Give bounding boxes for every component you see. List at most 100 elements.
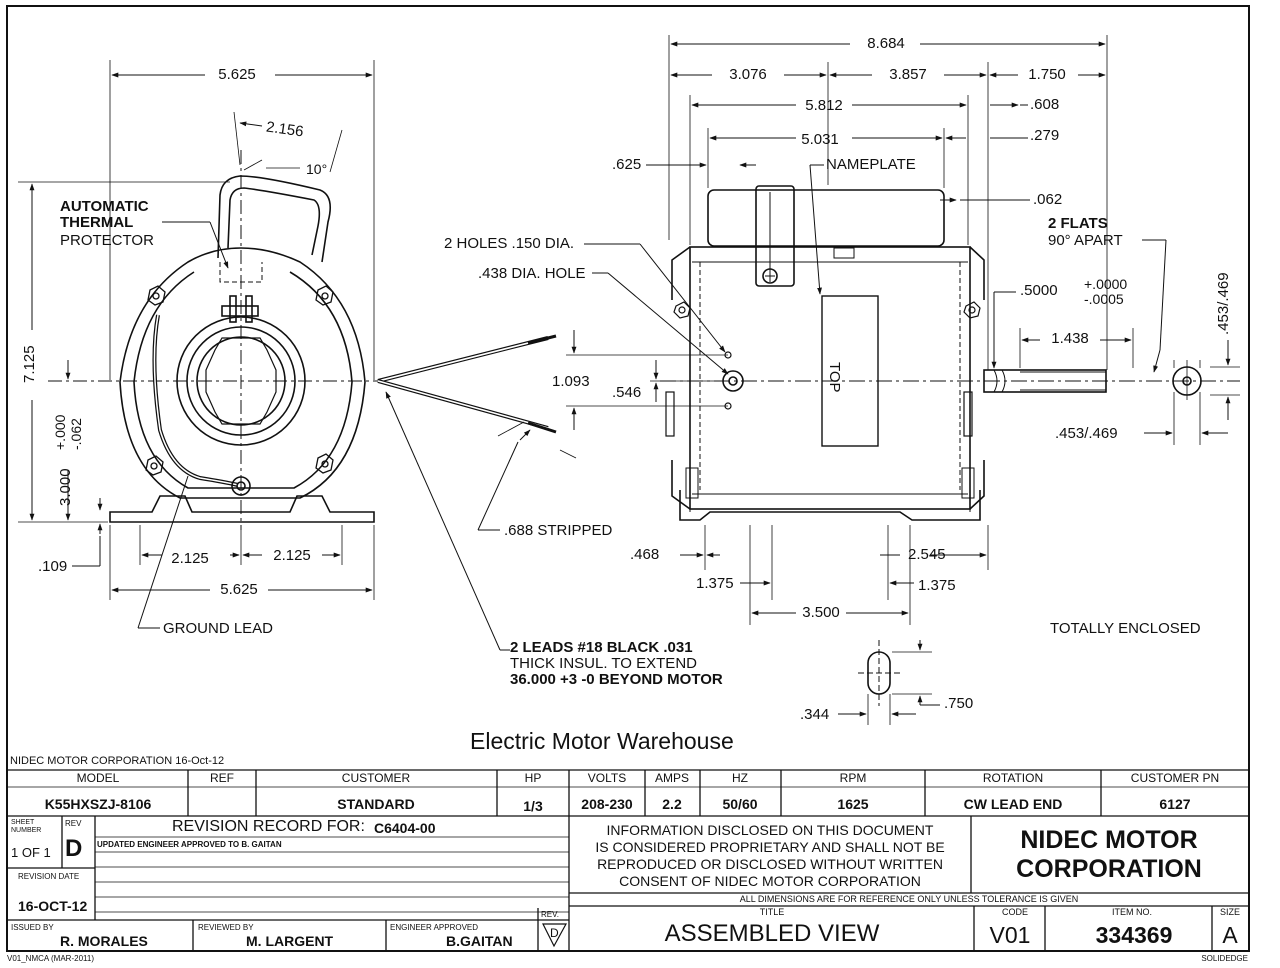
dim-3857: 3.857	[889, 66, 927, 83]
disclaimer-line-4: CONSENT OF NIDEC MOTOR CORPORATION	[619, 873, 921, 889]
col-head-hp: HP	[524, 771, 542, 785]
size-value: A	[1222, 922, 1238, 948]
rotation-value: CW LEAD END	[963, 796, 1063, 812]
hz-value: 50/60	[722, 796, 758, 812]
rev-small-label: REV.	[541, 910, 559, 919]
dim-608: .608	[1030, 96, 1060, 113]
revision-record-value: C6404-00	[374, 820, 436, 836]
col-head-rpm: RPM	[839, 771, 867, 785]
dim-625: .625	[612, 156, 642, 173]
dim-1375-left: 1.375	[696, 575, 734, 592]
thermal-protector-label-1: AUTOMATIC	[60, 198, 149, 215]
hole-438-label: .438 DIA. HOLE	[478, 265, 586, 282]
thermal-protector-label-2: THERMAL	[60, 214, 134, 231]
revision-date-label: REVISION DATE	[18, 872, 80, 881]
reference-note: ALL DIMENSIONS ARE FOR REFERENCE ONLY UN…	[739, 894, 1079, 904]
disclaimer-line-1: INFORMATION DISCLOSED ON THIS DOCUMENT	[606, 822, 934, 838]
revision-record-label: REVISION RECORD FOR:	[172, 818, 365, 835]
disclaimer-line-3: REPRODUCED OR DISCLOSED WITHOUT WRITTEN	[597, 856, 943, 872]
nameplate-label: NAMEPLATE	[826, 156, 916, 173]
amps-value: 2.2	[662, 796, 682, 812]
dim-height: 7.125	[21, 345, 38, 383]
item-number-label: ITEM NO.	[1112, 907, 1152, 917]
hp-value: 1/3	[523, 798, 543, 814]
front-view	[18, 60, 378, 629]
side-view	[584, 35, 1240, 725]
stripped-label: .688 STRIPPED	[504, 522, 613, 539]
reviewed-by-label: REVIEWED BY	[198, 923, 254, 932]
engineer-approved-label: ENGINEER APPROVED	[390, 923, 479, 932]
customer-pn-value: 6127	[1159, 796, 1191, 812]
solid-edge-mark: SOLIDEDGE	[1201, 954, 1248, 963]
dim-546: .546	[612, 384, 642, 401]
sheet-number-label: SHEET NUMBER	[11, 819, 42, 834]
flats-label-2: 90° APART	[1048, 232, 1123, 249]
lead-note-line-1: 2 LEADS #18 BLACK .031	[510, 639, 693, 656]
code-label: CODE	[1001, 907, 1029, 917]
dim-3000: 3.000	[57, 468, 74, 506]
ground-lead-label: GROUND LEAD	[163, 620, 274, 637]
holes-label: 2 HOLES .150 DIA.	[444, 235, 575, 252]
flats-label-1: 2 FLATS	[1048, 215, 1108, 232]
leads-linework	[377, 330, 728, 651]
col-head-model: MODEL	[76, 771, 120, 785]
col-head-hz: HZ	[732, 771, 748, 785]
dim-front-width-top: 5.625	[218, 66, 256, 83]
company-name-line-1: NIDEC MOTOR	[1020, 826, 1198, 854]
size-label: SIZE	[1219, 907, 1241, 917]
col-head-customer-pn: CUSTOMER PN	[1130, 771, 1220, 785]
form-id: V01_NMCA (MAR-2011)	[7, 954, 94, 963]
dim-5000: .5000	[1020, 282, 1058, 299]
dim-5031: 5.031	[801, 131, 839, 148]
dim-109: .109	[38, 558, 68, 575]
dim-angle: 10°	[306, 161, 328, 177]
col-head-amps: AMPS	[654, 771, 690, 785]
thermal-protector-label-3: PROTECTOR	[60, 232, 154, 249]
reviewed-by-value: M. LARGENT	[246, 933, 334, 949]
rev-small-value: D	[550, 926, 559, 940]
dim-279: .279	[1030, 127, 1060, 144]
customer-value: STANDARD	[337, 796, 415, 812]
volts-value: 208-230	[581, 796, 633, 812]
rev-label: REV	[65, 819, 82, 828]
dim-front-width-bottom: 5.625	[220, 581, 258, 598]
dim-1093: 1.093	[552, 373, 590, 390]
title-block-header: NIDEC MOTOR CORPORATION 16-Oct-12	[10, 755, 225, 767]
company-name-line-2: CORPORATION	[1016, 855, 1202, 883]
drawing-title: ASSEMBLED VIEW	[664, 920, 880, 947]
engineer-approved-value: B.GAITAN	[446, 933, 513, 949]
dim-5812: 5.812	[805, 97, 843, 114]
rpm-value: 1625	[837, 796, 869, 812]
revision-note: UPDATED ENGINEER APPROVED TO B. GAITAN	[97, 840, 282, 849]
title-label: TITLE	[759, 907, 785, 917]
sheet-number-value: 1 OF 1	[11, 845, 51, 860]
dim-750: .750	[944, 695, 974, 712]
col-head-volts: VOLTS	[587, 771, 627, 785]
dim-2125-left: 2.125	[171, 550, 209, 567]
dim-8684: 8.684	[867, 35, 905, 52]
dim-2545: 2.545	[908, 546, 946, 563]
col-head-rotation: ROTATION	[982, 771, 1044, 785]
tol-plus: +.000	[52, 414, 68, 450]
code-value: V01	[989, 922, 1031, 948]
dim-3076: 3.076	[729, 66, 767, 83]
title-block-grid	[7, 769, 1249, 951]
issued-by-value: R. MORALES	[60, 933, 148, 949]
dim-1750: 1.750	[1028, 66, 1066, 83]
lead-note-line-2: THICK INSUL. TO EXTEND	[510, 655, 697, 672]
dim-3500: 3.500	[802, 604, 840, 621]
item-number-value: 334369	[1095, 922, 1173, 948]
lead-note-line-3: 36.000 +3 -0 BEYOND MOTOR	[510, 671, 723, 688]
top-label: TOP	[826, 362, 843, 393]
enclosure-label: TOTALLY ENCLOSED	[1050, 620, 1201, 637]
dim-062: .062	[1033, 191, 1063, 208]
sheet-border	[6, 5, 1250, 952]
dim-1438: 1.438	[1051, 330, 1089, 347]
col-head-ref: REF	[210, 771, 234, 785]
dim-344: .344	[800, 706, 830, 723]
issued-by-label: ISSUED BY	[11, 923, 54, 932]
disclaimer-line-2: IS CONSIDERED PROPRIETARY AND SHALL NOT …	[595, 839, 945, 855]
dim-2125-right: 2.125	[273, 547, 311, 564]
